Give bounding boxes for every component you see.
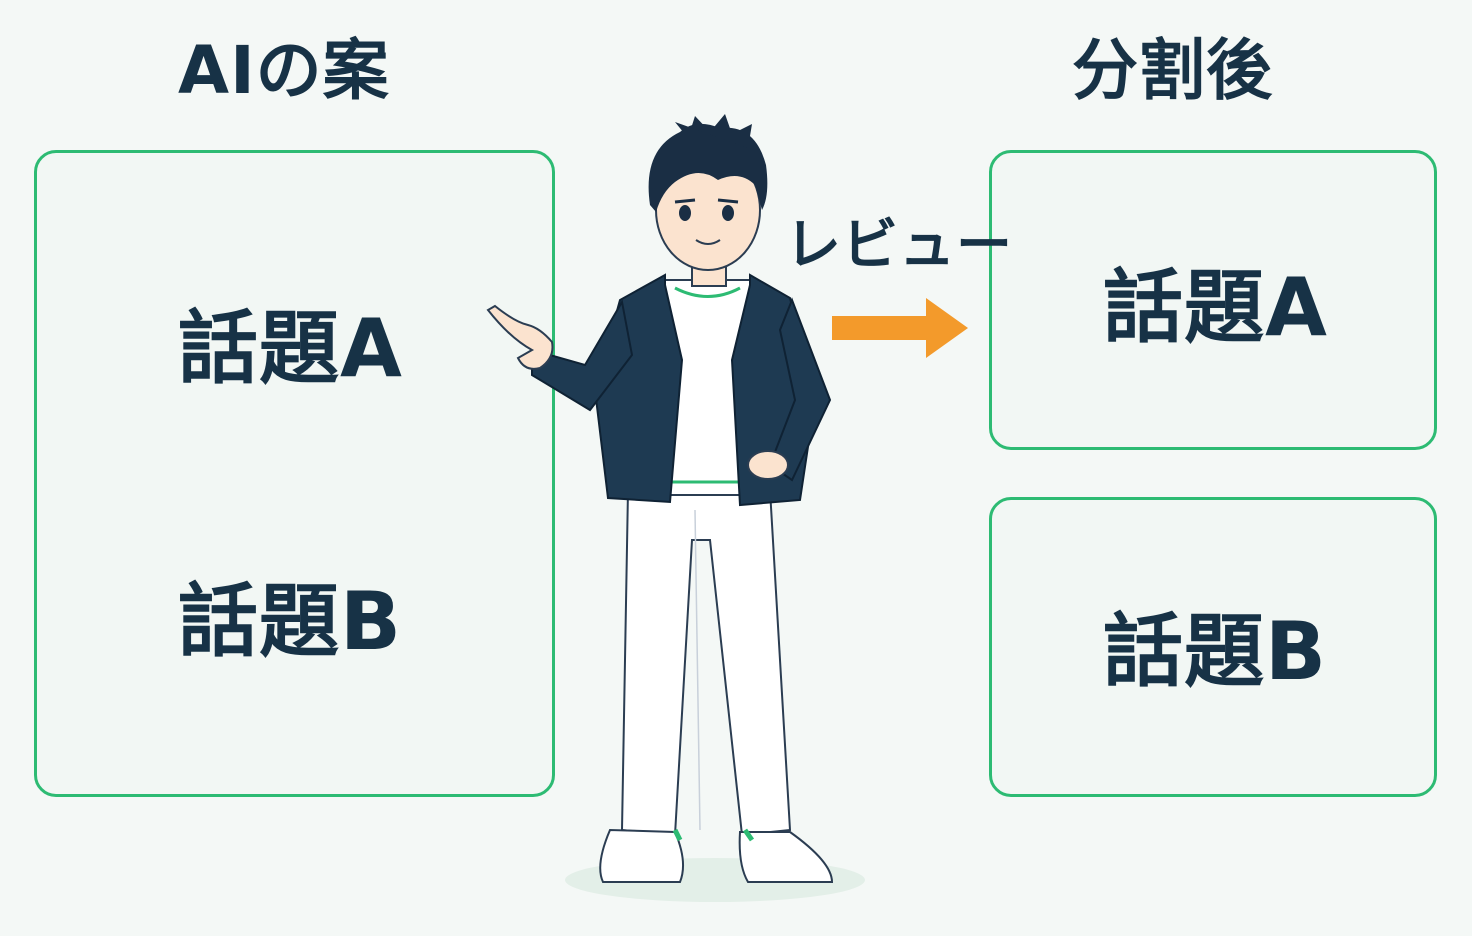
reviewer-illustration xyxy=(486,114,865,902)
arrow-right-icon xyxy=(832,298,968,358)
before-topic-a: 話題A xyxy=(178,302,403,395)
review-label: レビュー xyxy=(785,213,1013,278)
before-heading: AIの案 xyxy=(178,32,390,109)
after-heading: 分割後 xyxy=(1072,32,1273,109)
after-box-topic-b xyxy=(989,497,1437,797)
after-topic-b: 話題B xyxy=(1103,605,1327,698)
before-topic-b: 話題B xyxy=(178,575,402,668)
after-box-topic-a xyxy=(989,150,1437,450)
after-topic-a: 話題A xyxy=(1103,261,1328,354)
before-box xyxy=(34,150,555,797)
